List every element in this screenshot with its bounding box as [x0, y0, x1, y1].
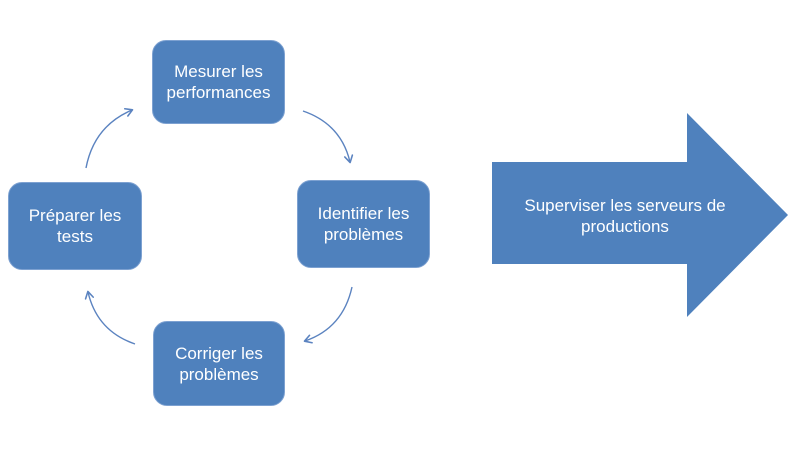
cycle-node-label: Préparer les tests — [28, 206, 122, 246]
cycle-node-mesurer: Mesurer les performances — [152, 40, 285, 124]
cycle-node-corriger: Corriger les problèmes — [153, 321, 285, 406]
cycle-node-label: Mesurer les performances — [166, 62, 271, 102]
cycle-node-label: Corriger les problèmes — [175, 343, 263, 384]
connector-arrow-bottom-to-left — [84, 290, 136, 345]
cycle-node-label: Identifier les problèmes — [317, 204, 410, 244]
block-arrow-label-text: Superviser les serveurs de productions — [524, 196, 726, 236]
block-arrow-right-shape — [492, 113, 788, 317]
cycle-node-preparer: Préparer les tests — [8, 182, 142, 270]
connector-arrow-left-to-top — [85, 107, 134, 169]
cycle-node-identifier: Identifier les problèmes — [297, 180, 430, 268]
connector-arrow-right-to-bottom — [303, 286, 353, 344]
block-arrow-label: Superviser les serveurs de productions — [505, 193, 745, 239]
connector-arrow-top-to-right — [302, 110, 354, 164]
